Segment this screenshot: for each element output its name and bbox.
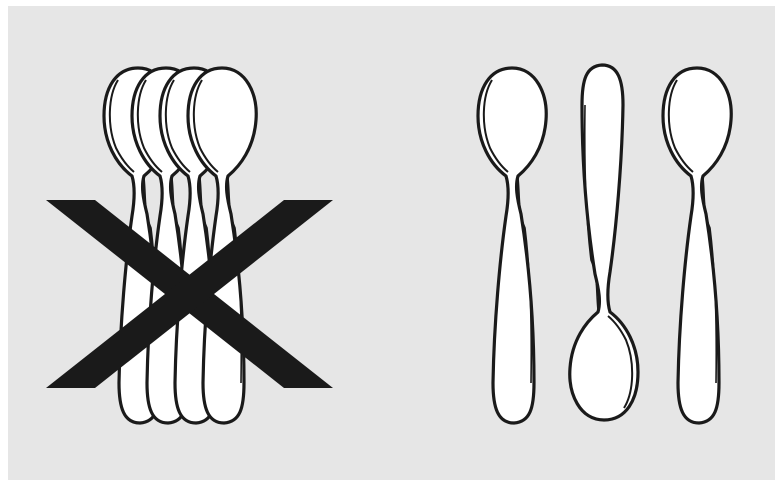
spoon-icon: [663, 68, 731, 423]
alternating-spoons-group: [478, 65, 731, 423]
spoon-icon: [478, 68, 546, 423]
spoon-icon: [570, 65, 638, 420]
